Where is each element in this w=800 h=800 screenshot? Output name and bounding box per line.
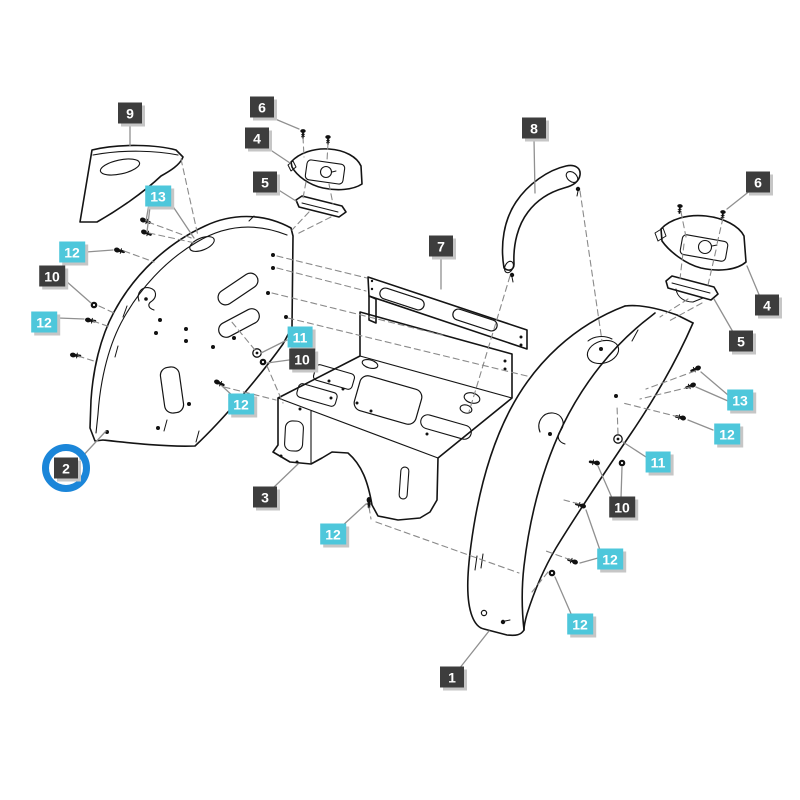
part-callout-2[interactable]: 2 (54, 457, 78, 479)
part-callout-number: 12 (325, 526, 341, 542)
part-callout-12[interactable]: 12 (59, 241, 85, 263)
left-fender-holes (105, 253, 288, 434)
part-callout-5[interactable]: 5 (729, 330, 753, 352)
part-callout-11[interactable]: 11 (287, 326, 313, 348)
part-callout-number: 12 (719, 426, 735, 442)
part-callout-number: 1 (448, 669, 456, 685)
part-callout-number: 11 (650, 454, 666, 470)
left-bracket-part4[interactable] (287, 148, 363, 191)
part-callout-number: 5 (261, 174, 269, 190)
part-callout-number: 10 (44, 268, 60, 284)
part-callout-number: 8 (530, 120, 538, 136)
part-callout-10[interactable]: 10 (289, 348, 315, 370)
part-callout-number: 6 (258, 99, 266, 115)
part-callout-12[interactable]: 12 (31, 311, 57, 333)
left-bracket-part5[interactable] (295, 195, 347, 218)
part-callout-number: 5 (737, 333, 745, 349)
part-callout-number: 12 (602, 551, 618, 567)
part-callout-12[interactable]: 12 (228, 393, 254, 415)
part-callout-11[interactable]: 11 (645, 451, 671, 473)
support-bar-part7[interactable] (367, 276, 528, 350)
part-callout-8[interactable]: 8 (522, 117, 546, 139)
part-callout-number: 9 (126, 105, 134, 121)
handle-part8[interactable] (501, 164, 581, 283)
part-callout-3[interactable]: 3 (253, 486, 277, 508)
part-callout-5[interactable]: 5 (253, 171, 277, 193)
part-callout-6[interactable]: 6 (250, 96, 274, 118)
part-callout-6[interactable]: 6 (746, 171, 770, 193)
assembly-dashed-lines (77, 136, 724, 593)
part-callout-number: 12 (572, 616, 588, 632)
part-callout-number: 12 (36, 314, 52, 330)
part-callout-number: 4 (253, 130, 261, 146)
part-callout-number: 2 (62, 460, 70, 476)
fender-cap-part[interactable] (79, 144, 184, 223)
part-callout-10[interactable]: 10 (609, 496, 635, 518)
right-bracket-part4[interactable] (654, 214, 747, 271)
part-callout-number: 13 (732, 392, 748, 408)
part-callout-12[interactable]: 12 (567, 613, 593, 635)
part-callout-number: 13 (150, 188, 166, 204)
part-callout-number: 3 (261, 489, 269, 505)
part-callout-13[interactable]: 13 (727, 389, 753, 411)
part-callout-number: 10 (614, 499, 630, 515)
part-callout-number: 4 (763, 297, 771, 313)
part-callout-number: 6 (754, 174, 762, 190)
part-callout-4[interactable]: 4 (245, 127, 269, 149)
part-callout-number: 12 (233, 396, 249, 412)
part-callout-1[interactable]: 1 (440, 666, 464, 688)
part-callout-number: 10 (294, 351, 310, 367)
right-bracket-part5[interactable] (665, 275, 719, 303)
part-callout-12[interactable]: 12 (320, 523, 346, 545)
part-callout-12[interactable]: 12 (597, 548, 623, 570)
part-callout-number: 12 (64, 244, 80, 260)
part-callout-4[interactable]: 4 (755, 294, 779, 316)
part-callout-12[interactable]: 12 (714, 423, 740, 445)
base-plate-part3[interactable] (272, 311, 513, 521)
part-callout-7[interactable]: 7 (429, 235, 453, 257)
right-fender-part1[interactable] (466, 304, 694, 637)
part-callout-number: 11 (292, 329, 308, 345)
part-callout-10[interactable]: 10 (39, 265, 65, 287)
part-callout-number: 7 (437, 238, 445, 254)
part-callout-13[interactable]: 13 (145, 185, 171, 207)
callout-leader-lines (57, 115, 761, 670)
part-callout-9[interactable]: 9 (118, 102, 142, 124)
base-plate-holes (279, 359, 507, 464)
